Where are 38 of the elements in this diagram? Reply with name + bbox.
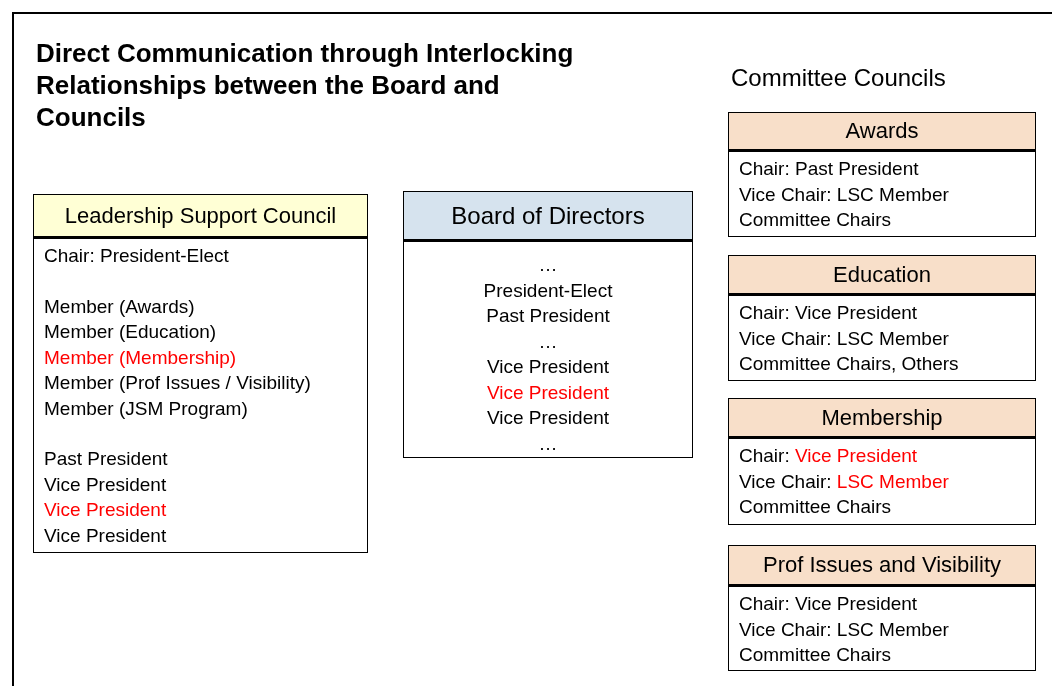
role-line: Vice President	[485, 380, 611, 405]
role-line: Vice President	[44, 498, 168, 522]
role-line: Committee Chairs, Others	[739, 352, 960, 376]
role-line: Vice Chair: LSC Member	[739, 326, 950, 351]
role-line: Committee Chairs	[739, 208, 893, 232]
role-line: …	[537, 253, 559, 277]
council-header: Prof Issues and Visibility	[728, 545, 1036, 585]
role-line: Vice Chair: LSC Member	[739, 182, 950, 207]
role-line: Committee Chairs	[739, 643, 893, 667]
role-line: Chair: Vice President	[739, 592, 919, 616]
role-line: Vice Chair: LSC Member	[739, 469, 950, 494]
role-line: …	[537, 431, 559, 456]
role-line: …	[537, 329, 559, 354]
role-line: President-Elect	[482, 278, 614, 303]
council-header: Leadership Support Council	[33, 194, 368, 237]
role-line: Member (Membership)	[44, 345, 238, 370]
role-line: Vice President	[44, 523, 168, 548]
council-header: Membership	[728, 398, 1036, 437]
column-heading: Committee Councils	[731, 64, 946, 92]
role-line: Vice President	[485, 406, 611, 430]
role-line: Vice President	[44, 472, 168, 497]
role-line: Chair: Vice President	[739, 301, 919, 325]
role-line: Vice President	[485, 355, 611, 379]
role-line: Vice Chair: LSC Member	[739, 617, 950, 642]
role-line: Chair: Vice President	[739, 444, 919, 468]
role-line: Chair: President-Elect	[44, 244, 230, 268]
role-line: Chair: Past President	[739, 157, 920, 181]
role-line: Past President	[485, 304, 611, 328]
role-line: Past President	[44, 447, 169, 471]
council-header: Board of Directors	[403, 191, 693, 240]
role-line: Committee Chairs	[739, 495, 893, 519]
role-line: Member (Prof Issues / Visibility)	[44, 371, 312, 395]
council-header: Education	[728, 255, 1036, 294]
council-header: Awards	[728, 112, 1036, 150]
role-line: Member (JSM Program)	[44, 396, 249, 421]
role-line: Member (Education)	[44, 320, 218, 344]
role-line: Member (Awards)	[44, 294, 196, 319]
slide-title: Direct Communication through Interlocking Relationships between the Board and Councils	[36, 37, 575, 133]
